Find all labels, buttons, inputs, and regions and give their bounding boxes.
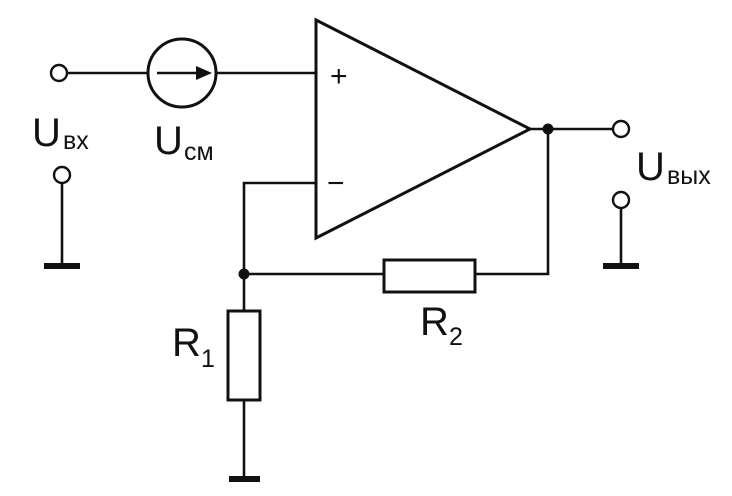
- svg-text:см: см: [184, 138, 214, 166]
- svg-text:R: R: [420, 300, 449, 344]
- label-u-in: U вх: [32, 111, 89, 155]
- input-terminal-icon: [49, 63, 69, 83]
- label-u-offset: U см: [154, 119, 214, 166]
- label-u-out: U вых: [636, 145, 711, 190]
- label-r1: R 1: [172, 321, 215, 373]
- feedback-wire-right: [475, 129, 550, 276]
- plus-sign: +: [330, 60, 348, 93]
- input-ground-terminal-icon: [52, 165, 72, 185]
- svg-text:R: R: [172, 321, 201, 365]
- output-ground-terminal-icon: [611, 190, 631, 210]
- r2-resistor-icon: [382, 258, 477, 294]
- label-r2: R 2: [420, 300, 463, 351]
- svg-text:вых: вых: [667, 162, 711, 190]
- minus-sign: −: [327, 167, 345, 200]
- svg-text:2: 2: [449, 323, 463, 351]
- r1-resistor-icon: [226, 309, 262, 402]
- svg-text:U: U: [32, 111, 61, 155]
- svg-text:1: 1: [201, 345, 215, 373]
- output-terminal-icon: [611, 119, 631, 139]
- svg-text:U: U: [154, 119, 183, 163]
- inverting-input-wire: [242, 181, 316, 274]
- svg-text:U: U: [636, 145, 665, 189]
- svg-text:вх: вх: [63, 127, 89, 155]
- offset-source-icon: [146, 37, 218, 109]
- opamp-icon: [314, 17, 534, 241]
